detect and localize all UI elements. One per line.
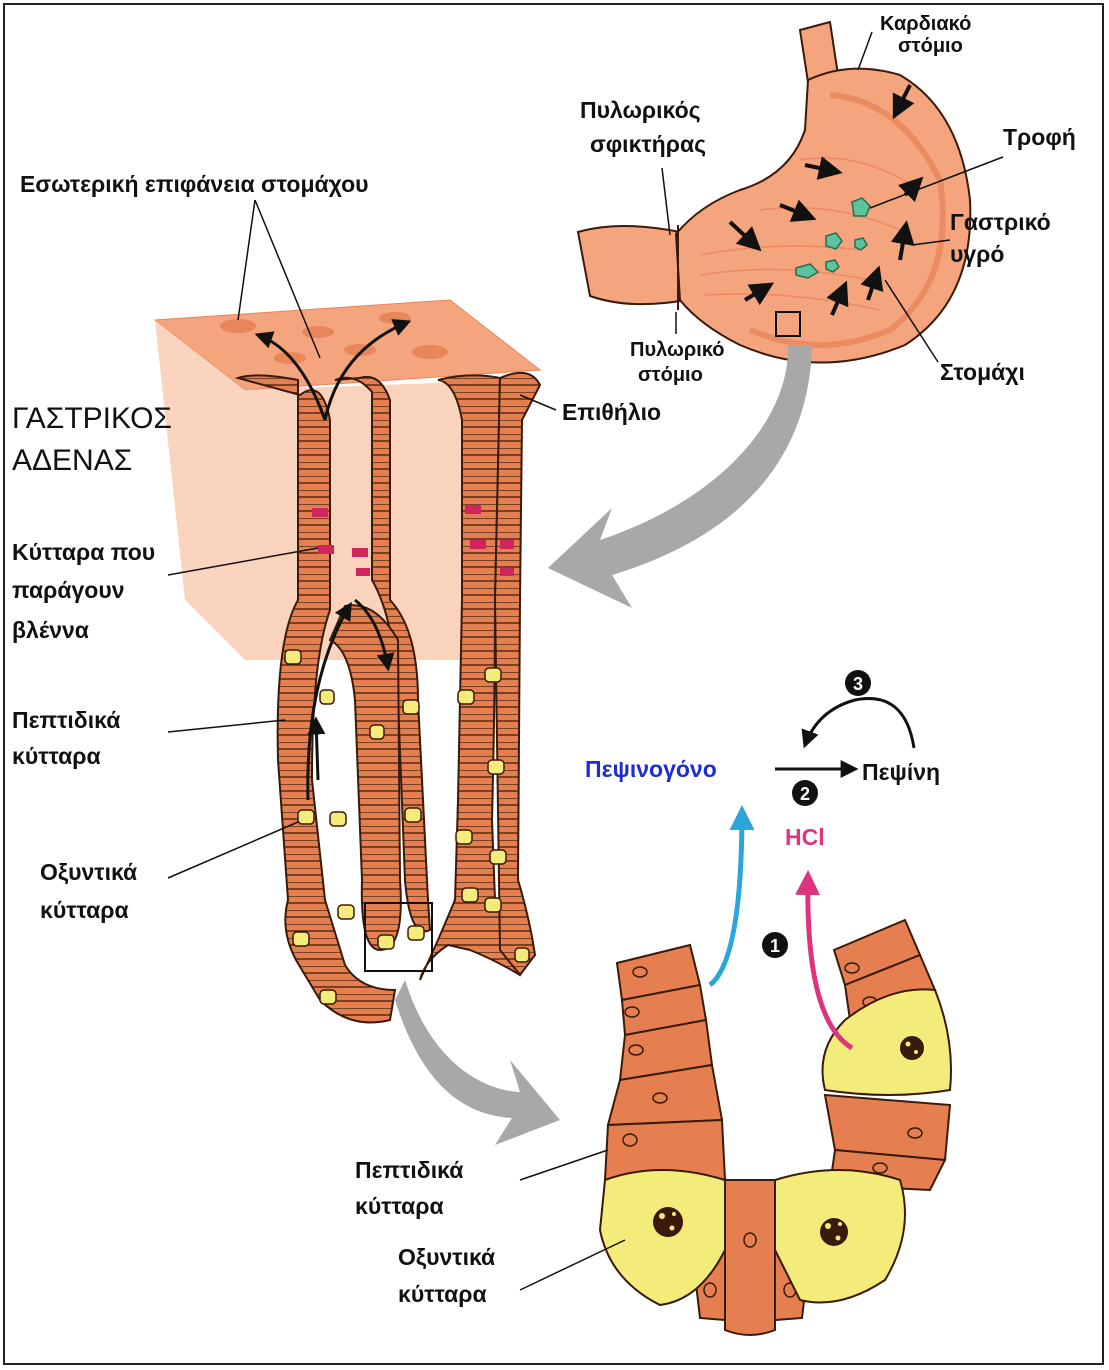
label-gastric-gland-2: ΑΔΕΝΑΣ (12, 444, 132, 477)
autocatalysis-arrow (805, 699, 914, 748)
label-cardiac-orifice-2: στόμιο (898, 35, 963, 57)
zoom-arrow-bottom (395, 980, 560, 1145)
label-food: Τροφή (1003, 124, 1076, 150)
label-mucus-cells-2: παράγουν (12, 577, 125, 603)
label-pyloric-orifice-2: στόμιο (638, 364, 703, 386)
label-gastric-gland-1: ΓΑΣΤΡΙΚΟΣ (12, 402, 172, 435)
step-2-number: 2 (800, 784, 810, 804)
label-mucus-cells-1: Κύτταρα που (12, 539, 155, 565)
label-chief-cells-bottom-2: κύτταρα (355, 1193, 444, 1219)
label-hcl: HCl (785, 824, 825, 850)
label-pyloric-sphincter-2: σφικτήρας (590, 131, 706, 157)
duodenum (578, 226, 686, 304)
label-gastric-juice-2: υγρό (950, 241, 1004, 267)
stomach-body (676, 69, 970, 363)
label-cardiac-orifice-1: Καρδιακό (880, 13, 971, 35)
label-pyloric-orifice-1: Πυλωρικό (630, 339, 725, 361)
label-epithelium: Επιθήλιο (562, 399, 661, 425)
label-chief-cells-top-1: Πεπτιδικά (12, 707, 120, 733)
label-mucus-cells-3: βλέννα (12, 617, 89, 643)
step-bullets (762, 670, 871, 958)
label-chief-cells-bottom-1: Πεπτιδικά (355, 1157, 463, 1183)
pepsinogen-arrow (710, 810, 742, 985)
stomach-illustration (578, 22, 1003, 363)
label-gastric-juice-1: Γαστρικό (950, 209, 1051, 235)
label-parietal-cells-bottom-1: Οξυντικά (398, 1244, 495, 1270)
label-parietal-cells-top-1: Οξυντικά (40, 859, 137, 885)
label-pyloric-sphincter-1: Πυλωρικός (580, 97, 701, 123)
label-parietal-cells-bottom-2: κύτταρα (398, 1281, 487, 1307)
label-inner-surface: Εσωτερική επιφάνεια στομάχου (20, 171, 369, 197)
label-stomach: Στομάχι (940, 359, 1025, 385)
gastric-gland-illustration (155, 300, 540, 1023)
label-chief-cells-top-2: κύτταρα (12, 743, 101, 769)
step-3-number: 3 (853, 674, 863, 694)
step-1-number: 1 (770, 936, 780, 956)
label-pepsinogen: Πεψινογόνο (585, 756, 717, 782)
label-parietal-cells-top-2: κύτταρα (40, 897, 129, 923)
label-pepsin: Πεψίνη (862, 759, 940, 785)
